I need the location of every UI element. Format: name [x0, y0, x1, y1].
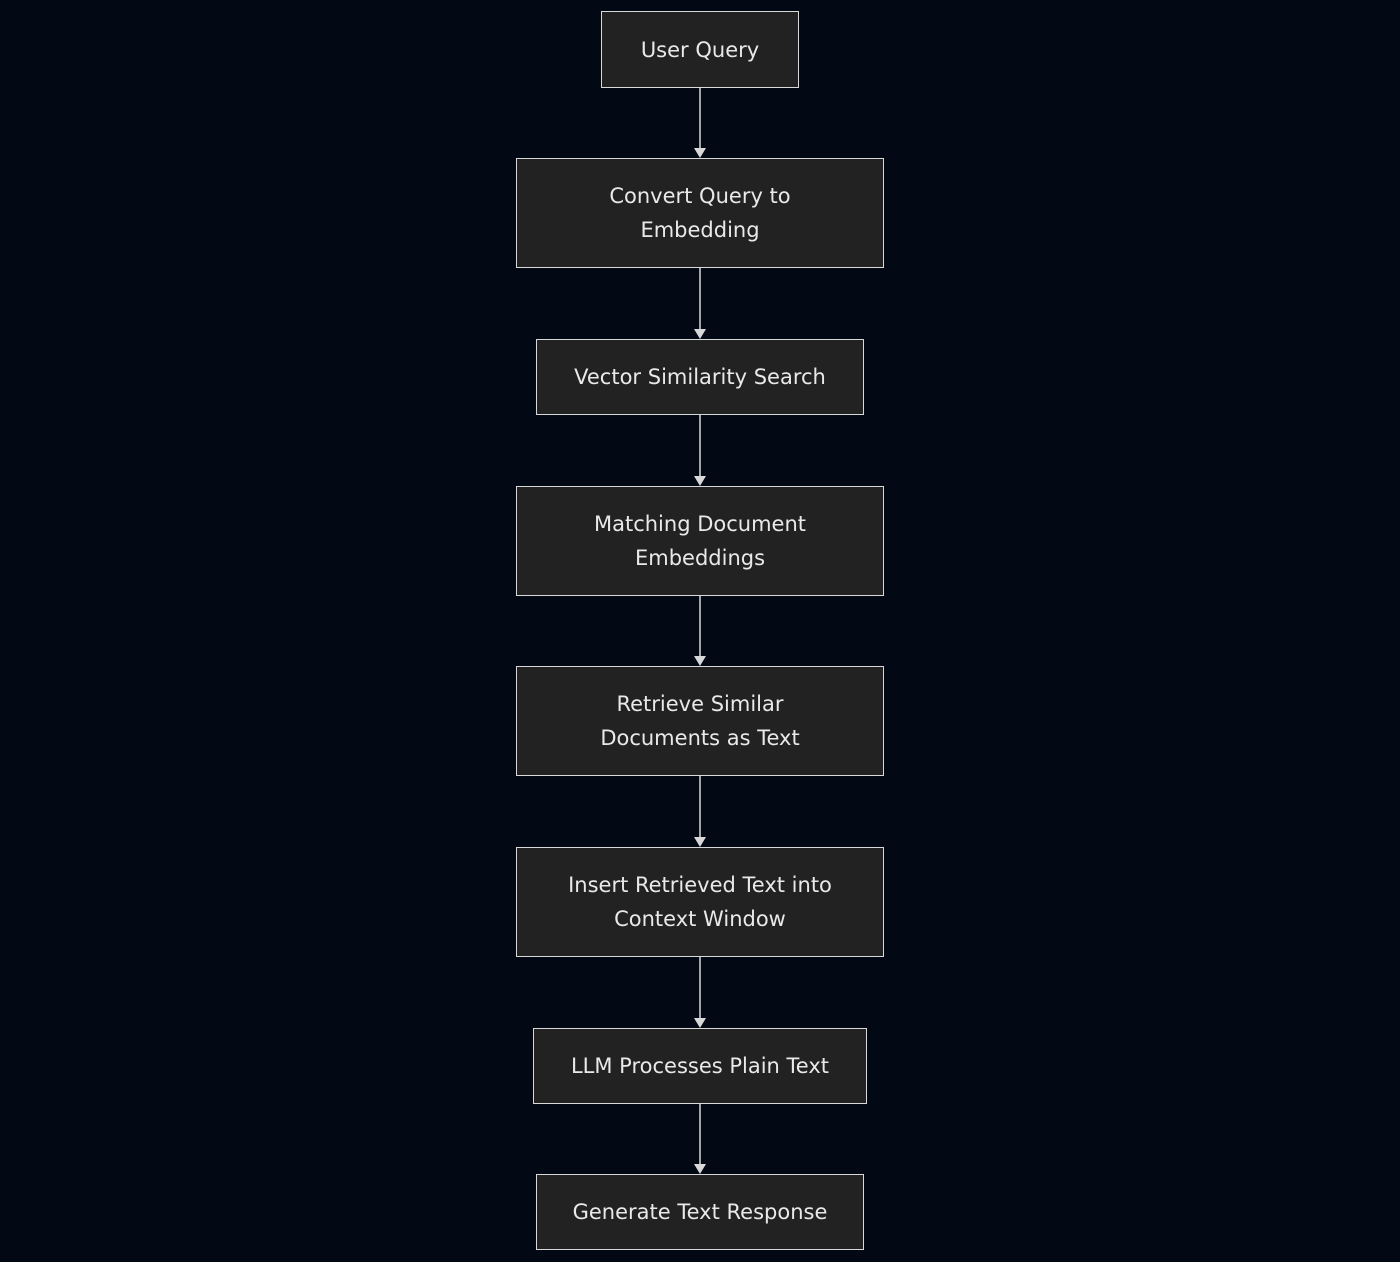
edge-6 — [694, 957, 706, 1028]
arrowhead-icon — [694, 656, 706, 666]
node-user-query: User Query — [601, 11, 799, 88]
node-label: User Query — [640, 37, 760, 62]
edge-1 — [694, 88, 706, 158]
node-label: Generate Text Response — [572, 1200, 828, 1224]
node-label: Vector Similarity Search — [574, 365, 826, 389]
arrowhead-icon — [694, 148, 706, 158]
edge-3 — [694, 415, 706, 486]
node-vector-search: Vector Similarity Search — [536, 339, 864, 415]
arrowhead-icon — [694, 837, 706, 847]
arrowhead-icon — [694, 1018, 706, 1028]
edge-4 — [694, 596, 706, 666]
edge-5 — [694, 776, 706, 847]
node-label: LLM Processes Plain Text — [570, 1054, 830, 1078]
arrowhead-icon — [694, 1164, 706, 1174]
node-llm-processes: LLM Processes Plain Text — [533, 1028, 867, 1104]
node-generate-response: Generate Text Response — [536, 1174, 864, 1250]
arrowhead-icon — [694, 329, 706, 339]
arrowhead-icon — [694, 476, 706, 486]
edge-2 — [694, 268, 706, 339]
edge-7 — [694, 1104, 706, 1174]
